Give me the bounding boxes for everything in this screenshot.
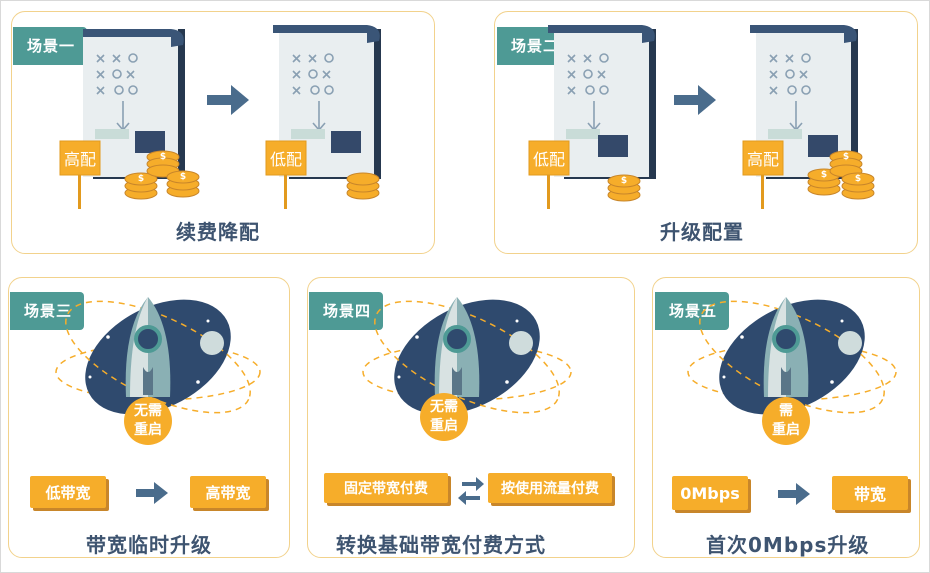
svg-text:重启: 重启 xyxy=(134,421,162,438)
scene-3-title: 带宽临时升级 xyxy=(86,533,212,557)
svg-text:$: $ xyxy=(821,170,827,180)
scene-2-illustration: 低配 $ 高配 $ $ $ xyxy=(528,25,875,209)
scene-4-rocket-illustration: 无需 重启 xyxy=(362,297,572,441)
svg-text:$: $ xyxy=(843,152,849,162)
coin-stacks-icon: $ $ $ xyxy=(807,150,875,200)
scene-4-tag: 场景四 xyxy=(309,292,384,330)
svg-text:$: $ xyxy=(621,176,627,186)
svg-text:无需: 无需 xyxy=(429,398,458,415)
scene-4-from-label: 固定带宽付费 xyxy=(324,473,448,503)
svg-text:高配: 高配 xyxy=(747,150,779,169)
scene-3-to-label: 高带宽 xyxy=(190,476,266,508)
coin-stack-icon: $ xyxy=(607,174,641,202)
scene-5-title: 首次0Mbps升级 xyxy=(706,533,870,557)
scene-2-title: 升级配置 xyxy=(660,220,744,244)
svg-text:$: $ xyxy=(180,172,186,182)
scene-5-rocket-illustration: 需 重启 xyxy=(687,297,897,445)
scene-1-title: 续费降配 xyxy=(176,220,260,244)
svg-text:低配: 低配 xyxy=(270,150,302,169)
scene-4-to-label: 按使用流量付费 xyxy=(488,473,612,503)
svg-text:重启: 重启 xyxy=(772,421,800,438)
sign-icon: 高配 xyxy=(59,140,101,209)
svg-text:$: $ xyxy=(855,174,861,184)
arrow-right-icon xyxy=(207,85,249,115)
sign-icon: 低配 xyxy=(265,140,307,209)
svg-text:高配: 高配 xyxy=(64,150,96,169)
svg-text:$: $ xyxy=(160,152,166,162)
rocket-icon: 需 重启 xyxy=(687,297,897,445)
scene-5-tag: 场景五 xyxy=(655,292,730,330)
document-icon xyxy=(548,25,656,179)
coin-stack-icon xyxy=(346,172,380,200)
scene-3-from-label: 低带宽 xyxy=(30,476,106,508)
svg-text:低配: 低配 xyxy=(533,150,565,169)
swap-arrows-icon xyxy=(458,477,484,505)
rocket-icon: 无需 重启 xyxy=(362,297,572,441)
sign-icon: 高配 xyxy=(742,140,784,209)
scene-5-from-label: 0Mbps xyxy=(672,476,748,510)
arrow-right-icon xyxy=(136,482,168,504)
scene-3-rocket-illustration: 无需 重启 xyxy=(55,297,261,445)
arrow-right-icon xyxy=(674,85,716,115)
scene-1-tag: 场景一 xyxy=(13,27,88,65)
rocket-icon: 无需 重启 xyxy=(55,297,261,445)
svg-text:无需: 无需 xyxy=(133,402,162,419)
svg-text:$: $ xyxy=(138,174,144,184)
svg-text:重启: 重启 xyxy=(430,417,458,434)
svg-text:需: 需 xyxy=(779,402,793,419)
arrow-right-icon xyxy=(778,483,810,505)
scene-4-title: 转换基础带宽付费方式 xyxy=(336,533,546,557)
scene-3-tag: 场景三 xyxy=(10,292,85,330)
scene-5-to-label: 带宽 xyxy=(832,476,908,510)
scene-1-illustration: 高配 $ $ $ 低配 xyxy=(59,25,381,209)
sign-icon: 低配 xyxy=(528,140,570,209)
coin-stacks-icon: $ $ $ xyxy=(124,150,200,200)
